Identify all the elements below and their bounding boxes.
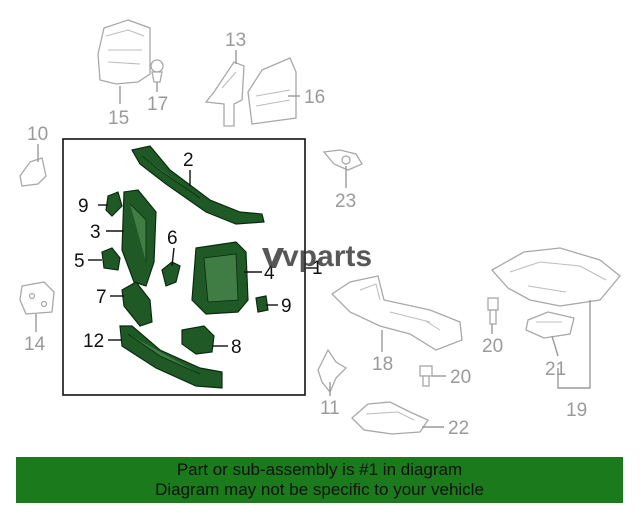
watermark-text: vparts	[282, 240, 372, 272]
part-2-upper-support[interactable]	[131, 145, 265, 225]
callout-21: 21	[545, 359, 566, 380]
part-23-bracket[interactable]	[322, 149, 363, 171]
part-10-bracket[interactable]	[19, 157, 47, 187]
callout-6: 6	[167, 228, 178, 249]
callout-23: 23	[335, 191, 356, 212]
banner-line-2: Diagram may not be specific to your vehi…	[155, 480, 484, 499]
part-16-duct[interactable]	[247, 57, 297, 125]
callout-12: 12	[83, 331, 104, 352]
part-21-cover[interactable]	[525, 311, 575, 339]
callout-3: 3	[90, 222, 101, 243]
callout-10: 10	[27, 124, 48, 145]
callout-14: 14	[24, 334, 46, 355]
callout-2: 2	[183, 150, 194, 171]
callout-1: 1	[312, 258, 323, 279]
part-8-bracket[interactable]	[181, 325, 215, 355]
leader-6	[171, 247, 175, 267]
vparts-watermark-logo: vparts	[262, 240, 372, 272]
callout-7: 7	[96, 287, 107, 308]
callout-20b: 20	[450, 367, 471, 388]
leader-21	[551, 335, 559, 357]
part-9-bracket-left[interactable]	[105, 191, 123, 217]
callout-20a: 20	[482, 336, 503, 357]
assembly-info-banner: Part or sub-assembly is #1 in diagram Di…	[16, 457, 623, 503]
part-22-splash-shield[interactable]	[351, 401, 429, 435]
callout-13: 13	[225, 30, 246, 51]
callout-9-left: 9	[78, 196, 89, 217]
callout-17: 17	[147, 94, 168, 115]
callout-9-right: 9	[281, 296, 292, 317]
banner-line-1: Part or sub-assembly is #1 in diagram	[176, 460, 463, 479]
part-20-bolt-upper[interactable]	[487, 297, 499, 325]
part-15-air-duct[interactable]	[97, 19, 151, 85]
part-17-clip[interactable]	[150, 59, 164, 83]
part-20-bolt-lower[interactable]	[419, 365, 433, 387]
callout-19: 19	[566, 400, 587, 421]
leader-19	[557, 300, 591, 389]
part-5-bracket[interactable]	[101, 247, 121, 271]
part-12-lower-support[interactable]	[119, 325, 223, 389]
callout-22: 22	[448, 418, 469, 439]
part-13-bracket[interactable]	[204, 61, 245, 127]
part-6-bracket[interactable]	[161, 261, 181, 287]
part-11-bracket[interactable]	[317, 348, 348, 394]
callout-11: 11	[320, 398, 340, 419]
part-14-plate[interactable]	[19, 281, 55, 315]
part-4-side-panel[interactable]	[191, 241, 249, 315]
part-18-crossmember[interactable]	[330, 275, 463, 351]
callout-5: 5	[74, 251, 85, 272]
callout-4: 4	[264, 263, 275, 284]
part-9-bracket-right[interactable]	[255, 295, 269, 313]
callout-18: 18	[372, 354, 393, 375]
part-7-bracket[interactable]	[121, 281, 153, 327]
callout-8: 8	[231, 337, 242, 358]
part-3-side-member[interactable]	[121, 189, 157, 287]
callout-16: 16	[304, 87, 325, 108]
part-19-undercover[interactable]	[490, 247, 621, 307]
callout-15: 15	[108, 108, 129, 129]
